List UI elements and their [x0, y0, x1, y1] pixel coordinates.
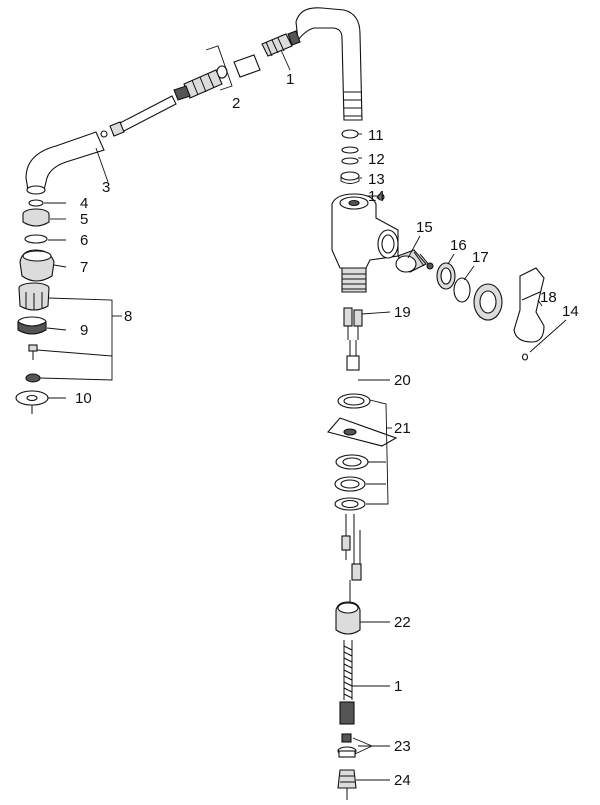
nozzle-7: [19, 249, 55, 282]
callout-17: 17: [472, 249, 489, 266]
ring-13: [340, 171, 360, 184]
mounting-set-21: [327, 393, 398, 511]
mixer-body-part: [331, 193, 399, 293]
o-ring-17: [453, 277, 471, 303]
callout-18: 18: [540, 289, 557, 306]
callout-1-bottom: 1: [394, 678, 402, 695]
callout-13: 13: [368, 171, 385, 188]
callout-15: 15: [416, 219, 433, 236]
callout-21: 21: [394, 420, 411, 437]
leader-lines: [36, 49, 567, 781]
callout-14-top: 14: [368, 188, 385, 205]
sleeve-part: [216, 54, 261, 79]
o-ring-4: [28, 199, 44, 207]
spray-cap-8: [18, 282, 50, 311]
o-ring-12b: [341, 157, 359, 165]
fittings-23: [337, 733, 357, 758]
cartridge-15: [395, 249, 434, 273]
spout-part: [295, 7, 363, 121]
ring-9: [17, 316, 47, 335]
callout-24: 24: [394, 772, 411, 789]
connector-24: [337, 769, 357, 800]
callout-23: 23: [394, 738, 411, 755]
pin-part: [28, 344, 38, 360]
callout-20: 20: [394, 372, 411, 389]
callout-2: 2: [232, 95, 240, 112]
small-washer-part: [25, 373, 41, 383]
callout-22: 22: [394, 614, 411, 631]
nut-22: [335, 601, 361, 635]
spout-connector-part: [261, 30, 301, 57]
diverter-part: [173, 69, 223, 101]
callout-4: 4: [80, 195, 88, 212]
callout-3: 3: [102, 179, 110, 196]
callout-8: 8: [124, 308, 132, 325]
nut-16: [436, 262, 456, 290]
base-washer-10: [15, 390, 49, 406]
callout-1-top: 1: [286, 71, 294, 88]
callout-11: 11: [368, 127, 384, 144]
bracket-2: [205, 45, 233, 91]
o-ring-11: [341, 129, 359, 139]
cover-cap-part: [473, 283, 503, 321]
hose-lower-part: [339, 640, 355, 725]
spray-head-part: [25, 131, 105, 195]
callout-7: 7: [80, 259, 88, 276]
callout-19: 19: [394, 304, 411, 321]
lower-pipes-part: [341, 514, 362, 604]
callout-10: 10: [75, 390, 92, 407]
callout-5: 5: [80, 211, 88, 228]
lever-handle-18: [513, 267, 545, 343]
callout-16: 16: [450, 237, 467, 254]
screw-14-top: [377, 193, 385, 201]
supply-pipes-20: [346, 340, 360, 371]
seal-6: [24, 234, 48, 244]
screw-14-right: [521, 353, 529, 361]
callout-12: 12: [368, 151, 385, 168]
o-ring-12a: [341, 146, 359, 154]
valve-19: [343, 307, 363, 340]
callout-14-right: 14: [562, 303, 579, 320]
callout-9: 9: [80, 322, 88, 339]
aerator-5: [22, 208, 50, 227]
callout-6: 6: [80, 232, 88, 249]
pullout-tube-part: [100, 95, 177, 138]
